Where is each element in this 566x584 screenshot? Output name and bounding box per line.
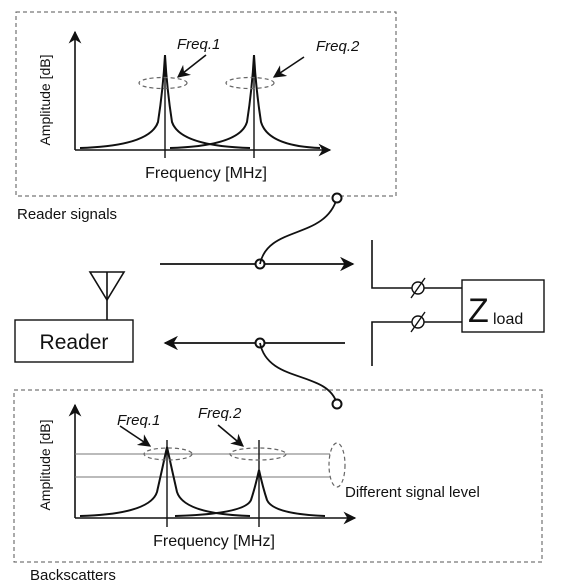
- reader-label: Reader: [40, 331, 109, 354]
- top-freq2-ellipse: [225, 76, 275, 90]
- backscatters-caption: Backscatters: [30, 567, 116, 584]
- backscatters-panel: [13, 389, 543, 563]
- signal-level-ellipse: [328, 442, 346, 488]
- top-freq1-pointer: [176, 54, 207, 78]
- reader-box: [14, 319, 134, 363]
- load-box: [461, 279, 545, 333]
- signal-level-annotation: Different signal level: [345, 484, 480, 501]
- top-freq1-ellipse: [138, 76, 188, 90]
- bottom-freq1-ellipse: [143, 447, 193, 461]
- bottom-y-axis-label: Amplitude [dB]: [37, 419, 53, 510]
- top-peak-freq1: [79, 54, 251, 149]
- forward-tap-lead: [259, 197, 338, 265]
- reader-signals-caption: Reader signals: [17, 206, 117, 223]
- bottom-freq2-pointer: [217, 424, 244, 447]
- bottom-peak-freq1: [79, 446, 251, 517]
- top-freq2-label: Freq.2: [316, 38, 360, 55]
- load-symbol: Z: [468, 292, 489, 330]
- tag-antenna-ports: [371, 240, 462, 366]
- bottom-freq1-pointer: [119, 425, 152, 447]
- top-freq2-pointer: [272, 56, 305, 78]
- top-freq1-label: Freq.1: [177, 36, 220, 53]
- bottom-freq1-label: Freq.1: [117, 412, 160, 429]
- forward-tap-terminal: [331, 192, 343, 204]
- switch-symbol-lower: [410, 311, 426, 333]
- top-y-axis-label: Amplitude [dB]: [37, 54, 53, 145]
- load-subscript: load: [493, 311, 523, 328]
- top-peak-freq2: [169, 54, 321, 149]
- bottom-x-axis-label: Frequency [MHz]: [153, 533, 275, 550]
- top-x-axis-label: Frequency [MHz]: [145, 165, 267, 182]
- bottom-freq2-ellipse: [229, 447, 287, 461]
- switch-symbol-upper: [410, 277, 426, 299]
- return-tap-terminal: [331, 398, 343, 410]
- antenna-icon: [88, 271, 126, 320]
- reader-signals-panel: [15, 11, 397, 197]
- bottom-freq2-label: Freq.2: [198, 405, 242, 422]
- return-tap-lead: [259, 342, 338, 405]
